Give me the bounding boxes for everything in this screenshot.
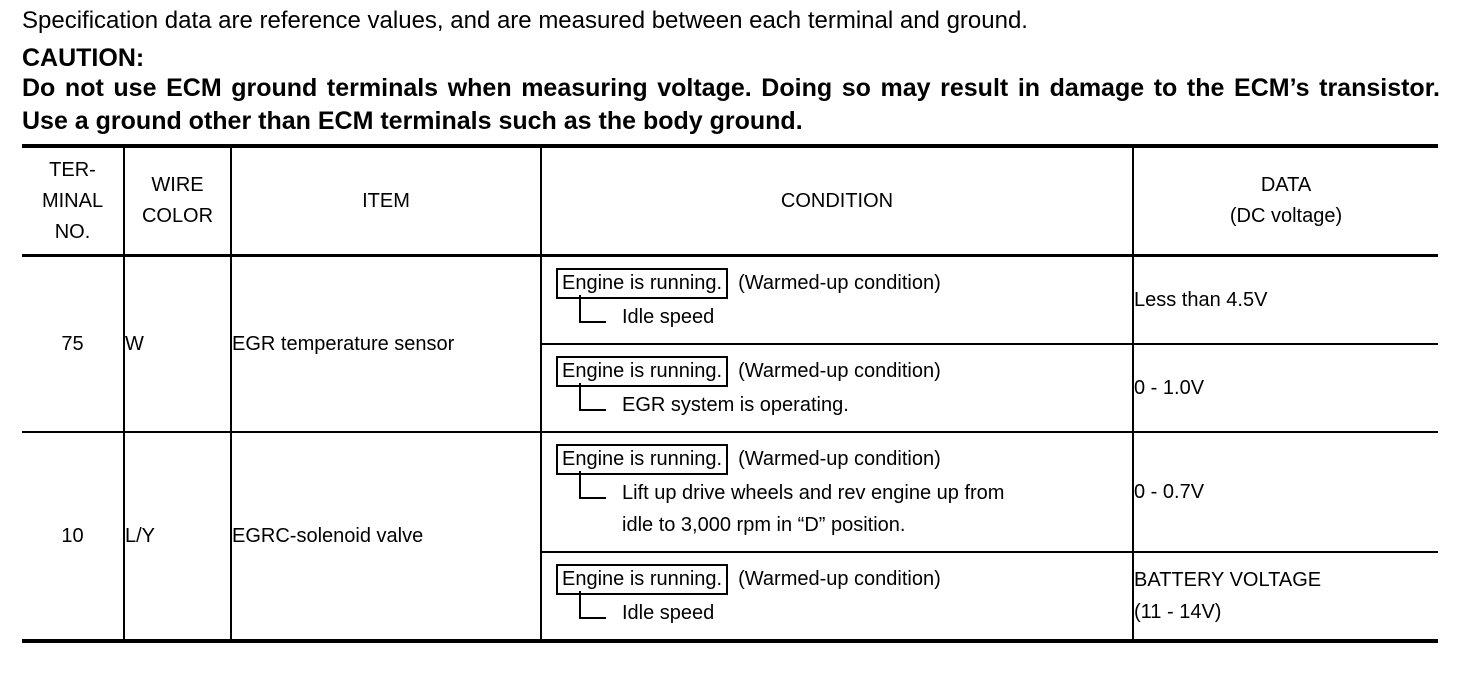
condition-sub-text: Lift up drive wheels and rev engine up f… bbox=[622, 482, 1005, 504]
intro-text: Specification data are reference values,… bbox=[22, 7, 1028, 34]
condition-sub-text: EGR system is operating. bbox=[622, 394, 849, 416]
spec-table: TER- MINAL NO. WIRE COLOR ITEM CONDITION… bbox=[22, 144, 1438, 643]
terminal-number: 10 bbox=[22, 431, 125, 642]
terminal-number: 75 bbox=[22, 254, 125, 433]
condition-boxed-label: Engine is running. bbox=[556, 267, 729, 299]
data-value-line: 0 - 0.7V bbox=[1134, 481, 1205, 503]
condition-sub-text: idle to 3,000 rpm in “D” position. bbox=[622, 514, 906, 536]
header-wire-line: COLOR bbox=[141, 205, 214, 227]
wire-color: W bbox=[123, 254, 232, 433]
header-wire-line: WIRE bbox=[151, 174, 204, 196]
header-terminal-line: TER- bbox=[49, 158, 96, 181]
condition-note: (Warmed-up condition) bbox=[738, 568, 941, 590]
branch-connector-icon bbox=[579, 471, 606, 499]
condition-cell: Engine is running. (Warmed-up condition)… bbox=[540, 431, 1134, 553]
header-data-line: DATA bbox=[1260, 174, 1312, 196]
data-value-line: 0 - 1.0V bbox=[1134, 377, 1205, 399]
header-data: DATA (DC voltage) bbox=[1132, 146, 1438, 257]
condition-note: (Warmed-up condition) bbox=[738, 360, 941, 382]
data-value-line: (11 - 14V) bbox=[1134, 601, 1222, 623]
branch-connector-icon bbox=[579, 383, 606, 411]
data-value-line: BATTERY VOLTAGE bbox=[1134, 569, 1322, 591]
condition-cell: Engine is running. (Warmed-up condition)… bbox=[541, 343, 1134, 433]
header-terminal-line: NO. bbox=[54, 220, 91, 243]
header-wire-color: WIRE COLOR bbox=[123, 146, 232, 257]
condition-cell: Engine is running. (Warmed-up condition)… bbox=[540, 254, 1134, 345]
table-row: Engine is running. (Warmed-up condition)… bbox=[22, 343, 1438, 433]
data-value: 0 - 1.0V bbox=[1132, 343, 1438, 433]
header-row: TER- MINAL NO. WIRE COLOR ITEM CONDITION… bbox=[22, 146, 1438, 257]
header-item: ITEM bbox=[230, 146, 542, 257]
condition-boxed-label: Engine is running. bbox=[556, 355, 729, 387]
data-value: BATTERY VOLTAGE (11 - 14V) bbox=[1132, 551, 1438, 642]
condition-note: (Warmed-up condition) bbox=[738, 272, 941, 294]
table-row: 75 W EGR temperature sensor Engine is ru… bbox=[22, 254, 1438, 433]
data-value-line: Less than 4.5V bbox=[1134, 289, 1268, 311]
data-value: Less than 4.5V bbox=[1132, 254, 1438, 345]
condition-sub-text: Idle speed bbox=[622, 306, 715, 328]
condition-sub-text: Idle speed bbox=[622, 602, 715, 624]
table-row: 10 L/Y EGRC-solenoid valve Engine is run… bbox=[22, 431, 1438, 642]
header-terminal-line: MINAL bbox=[41, 189, 104, 212]
header-data-line: (DC voltage) bbox=[1229, 205, 1343, 227]
condition-boxed-label: Engine is running. bbox=[556, 563, 729, 595]
branch-connector-icon bbox=[579, 295, 606, 323]
item-name: EGRC-solenoid valve bbox=[230, 431, 542, 642]
wire-color: L/Y bbox=[123, 431, 232, 642]
header-condition: CONDITION bbox=[540, 146, 1134, 257]
caution-body: Do not use ECM ground terminals when mea… bbox=[22, 74, 1440, 135]
branch-connector-icon bbox=[579, 591, 606, 619]
condition-note: (Warmed-up condition) bbox=[738, 448, 941, 470]
caution-title: CAUTION: bbox=[22, 44, 145, 72]
condition-cell: Engine is running. (Warmed-up condition)… bbox=[541, 551, 1134, 642]
condition-boxed-label: Engine is running. bbox=[556, 443, 729, 475]
item-name: EGR temperature sensor bbox=[230, 254, 542, 433]
data-value: 0 - 0.7V bbox=[1132, 431, 1438, 553]
header-terminal-no: TER- MINAL NO. bbox=[22, 146, 125, 257]
table-row: Engine is running. (Warmed-up condition)… bbox=[22, 551, 1438, 642]
